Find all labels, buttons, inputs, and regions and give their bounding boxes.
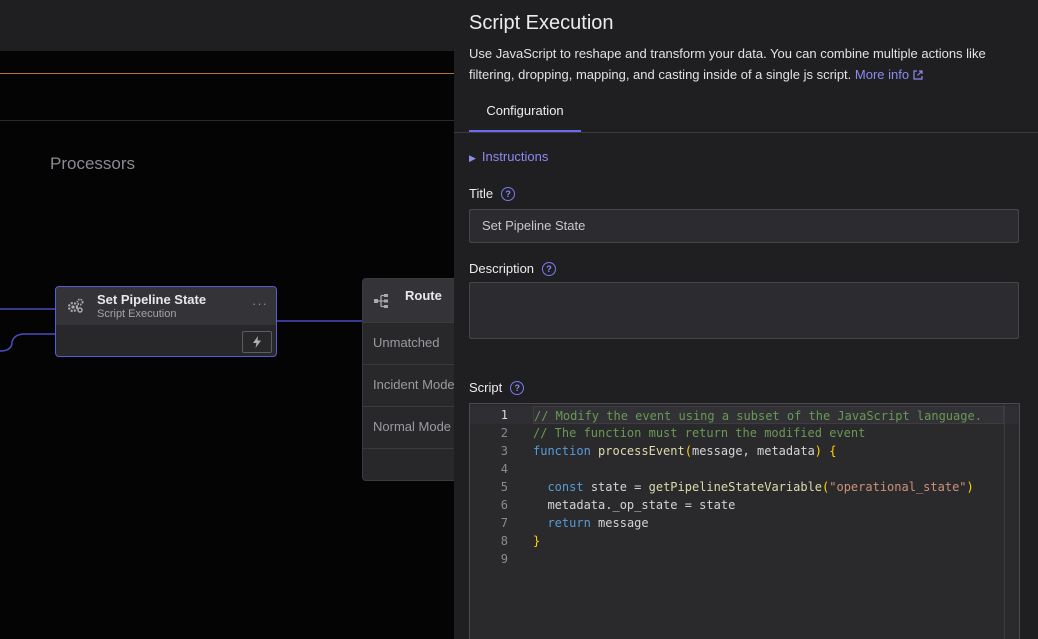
route-output-unmatched[interactable]: Unmatched — [363, 322, 461, 365]
help-circle-icon[interactable]: ? — [510, 380, 525, 395]
script-editor[interactable]: 1 // Modify the event using a subset of t… — [469, 403, 1020, 639]
tab-configuration[interactable]: Configuration — [469, 92, 581, 132]
code-paren-close: ) — [966, 480, 974, 494]
pipeline-edges — [0, 308, 362, 352]
code-var: state = — [590, 480, 642, 494]
title-label: Title — [469, 186, 494, 201]
instructions-toggle[interactable]: ▶ Instructions — [469, 149, 548, 164]
node-title: Route — [405, 288, 442, 303]
code-string: "operational_state" — [829, 480, 967, 494]
external-link-icon — [913, 70, 923, 80]
help-circle-icon[interactable]: ? — [542, 261, 557, 276]
code-line[interactable]: 3 function processEvent(message, metadata… — [470, 442, 1019, 460]
route-output-incident-mode[interactable]: Incident Mode — [363, 364, 461, 407]
canvas-divider — [0, 120, 454, 121]
description-label: Description — [469, 261, 535, 276]
panel-tabs: Configuration — [454, 92, 1038, 133]
more-info-link[interactable]: More info — [855, 67, 923, 82]
line-number: 9 — [500, 552, 508, 566]
code-statement: metadata._op_state = state — [547, 498, 736, 512]
script-label: Script — [469, 380, 503, 395]
code-comment: // Modify the event using a subset of th… — [534, 409, 982, 423]
help-circle-icon[interactable]: ? — [501, 186, 516, 201]
line-number: 7 — [500, 516, 508, 530]
code-function: getPipelineStateVariable — [648, 480, 823, 494]
description-text: Use JavaScript to reshape and transform … — [469, 46, 986, 82]
code-line[interactable]: 6 metadata._op_state = state — [470, 496, 1019, 514]
node-route[interactable]: Route Unmatched Incident Mode Normal Mod… — [362, 278, 462, 481]
gears-icon — [67, 298, 84, 313]
code-keyword: return — [547, 516, 591, 530]
instructions-label: Instructions — [481, 149, 549, 164]
panel-title: Script Execution — [469, 12, 614, 34]
code-var: message — [598, 516, 649, 530]
canvas-topbar — [0, 0, 454, 51]
processors-heading: Processors — [50, 154, 136, 173]
progress-line — [0, 73, 454, 74]
node-menu-icon[interactable]: ··· — [252, 296, 268, 311]
caret-right-icon: ▶ — [469, 153, 476, 163]
route-icon — [374, 294, 388, 308]
code-line[interactable]: 9 — [470, 550, 1019, 568]
node-subtitle: Script Execution — [97, 308, 177, 320]
code-paren-open: ( — [684, 444, 692, 458]
code-line[interactable]: 4 — [470, 460, 1019, 478]
script-execution-panel: Script Execution Use JavaScript to resha… — [454, 0, 1038, 639]
code-brace: { — [829, 444, 837, 458]
code-keyword: const — [547, 480, 584, 494]
lightning-icon — [253, 336, 261, 348]
node-title: Set Pipeline State — [97, 292, 207, 307]
title-label-row: Title? — [469, 186, 516, 201]
code-line[interactable]: 8} — [470, 532, 1019, 550]
code-line[interactable]: 1 // Modify the event using a subset of t… — [470, 406, 1019, 424]
line-number: 2 — [500, 426, 508, 440]
code-keyword: function — [533, 444, 591, 458]
code-line[interactable]: 7 return message — [470, 514, 1019, 532]
node-header: Route — [363, 279, 461, 322]
editor-ruler — [1004, 404, 1005, 639]
script-label-row: Script? — [469, 380, 525, 395]
description-label-row: Description? — [469, 261, 557, 276]
line-number: 6 — [500, 498, 508, 512]
code-line[interactable]: 2 // The function must return the modifie… — [470, 424, 1019, 442]
route-output-normal-mode[interactable]: Normal Mode — [363, 406, 461, 449]
code-paren-close: ) — [814, 444, 823, 458]
code-paren-open: ( — [822, 480, 830, 494]
panel-description: Use JavaScript to reshape and transform … — [469, 43, 1024, 85]
line-number: 1 — [500, 408, 508, 422]
line-number: 4 — [500, 462, 508, 476]
code-brace: } — [533, 534, 541, 548]
route-footer — [363, 448, 461, 480]
node-header: Set Pipeline State Script Execution ··· — [56, 287, 276, 325]
code-comment: // The function must return the modified… — [533, 426, 866, 440]
more-info-label: More info — [854, 67, 910, 82]
code-function: processEvent — [598, 444, 685, 458]
test-run-button[interactable] — [242, 331, 272, 353]
line-number: 3 — [500, 444, 508, 458]
description-textarea[interactable] — [469, 282, 1019, 339]
line-number: 8 — [500, 534, 508, 548]
title-input[interactable]: Set Pipeline State — [469, 209, 1019, 243]
code-line[interactable]: 5 const state = getPipelineStateVariable… — [470, 478, 1019, 496]
edge-incoming-bottom — [0, 333, 55, 352]
node-set-pipeline-state[interactable]: Set Pipeline State Script Execution ··· — [55, 286, 277, 357]
code-args: message, metadata — [691, 444, 815, 458]
line-number: 5 — [500, 480, 508, 494]
